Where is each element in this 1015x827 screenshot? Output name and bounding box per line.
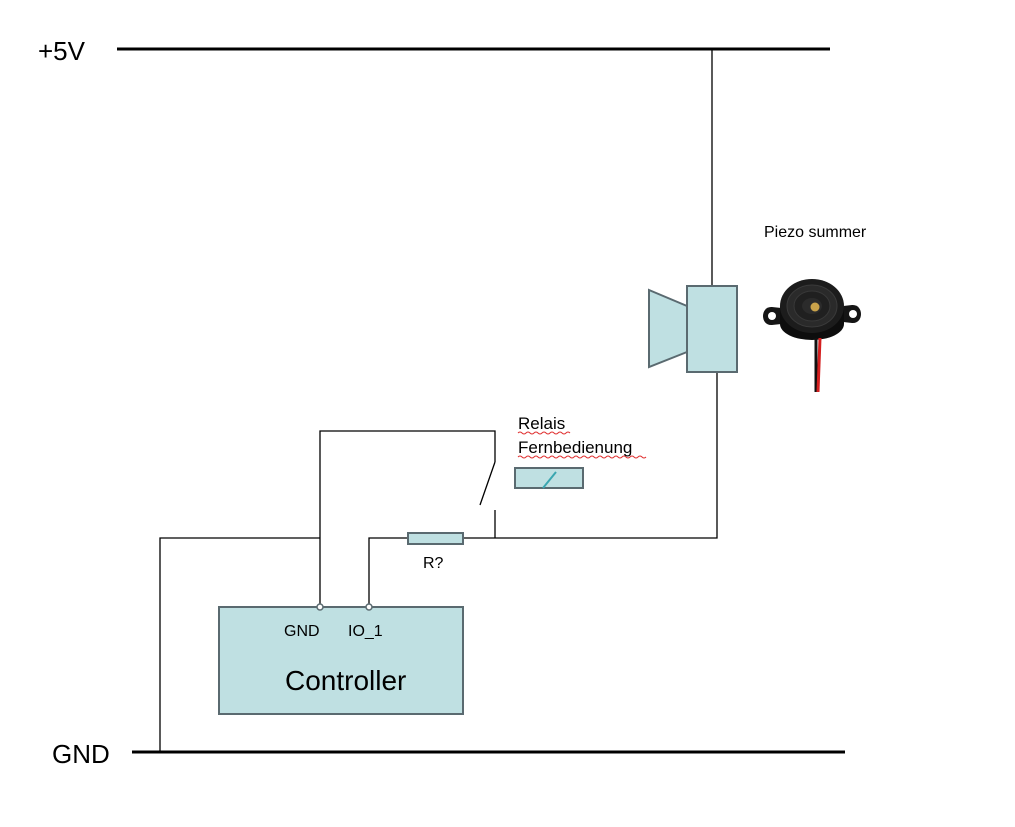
relay-coil xyxy=(514,467,584,489)
controller-pin-io-label: IO_1 xyxy=(348,623,383,640)
relay-label-line1: Relais xyxy=(518,414,565,433)
wire-gnd-rail-to-circuit xyxy=(159,537,320,752)
spellcheck-underline-fernbedienung xyxy=(517,455,647,459)
controller-pin-io xyxy=(365,603,373,611)
resistor-label: R? xyxy=(423,555,444,572)
buzzer-title: Piezo summer xyxy=(764,224,867,241)
relay-switch xyxy=(479,461,496,538)
controller-pin-gnd xyxy=(316,603,324,611)
controller: GND IO_1 Controller xyxy=(218,603,464,715)
gnd-label: GND xyxy=(52,739,110,769)
resistor xyxy=(407,532,464,545)
wire-buzzer-to-switch xyxy=(495,372,718,539)
controller-pin-gnd-label: GND xyxy=(284,623,320,640)
wires xyxy=(159,49,718,752)
wire-resistor-to-io xyxy=(368,537,408,606)
relay-label-line2: Fernbedienung xyxy=(518,438,632,457)
spellcheck-underline-relais xyxy=(517,431,571,435)
buzzer-symbol xyxy=(648,285,738,373)
controller-body xyxy=(218,606,464,715)
vcc-label: +5V xyxy=(38,36,86,66)
controller-title: Controller xyxy=(285,665,406,696)
piezo-buzzer-photo xyxy=(752,268,875,393)
wire-switch-top-to-gnd-pin xyxy=(319,430,496,606)
